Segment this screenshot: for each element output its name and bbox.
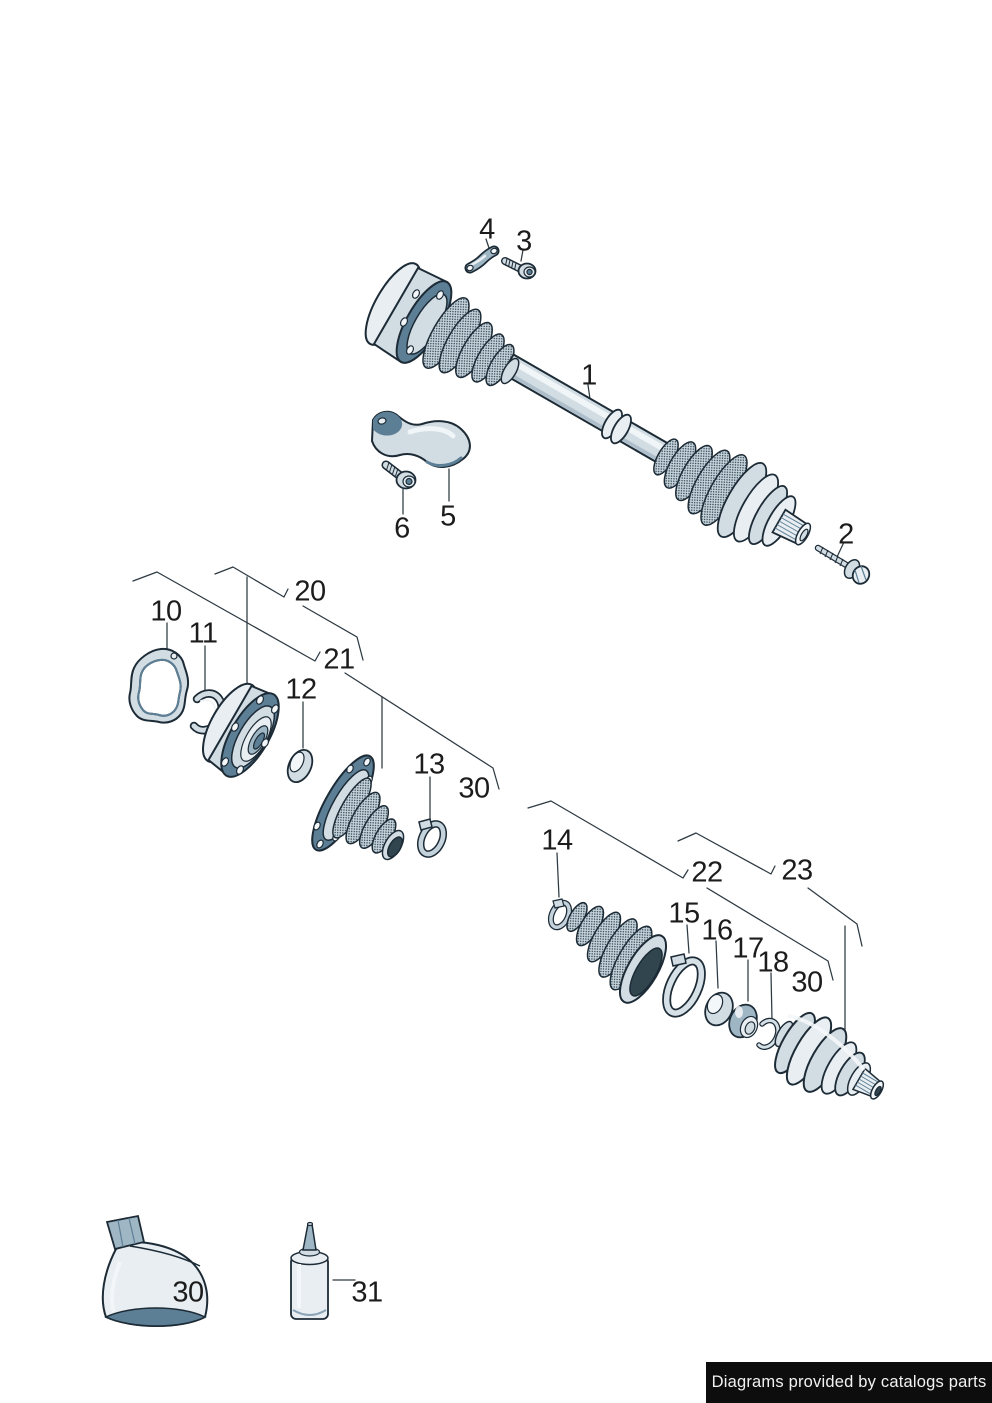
part-1-drive-shaft-assembly [364, 262, 812, 547]
callout-2[interactable]: 2 [838, 518, 854, 551]
shaft-collar [601, 408, 632, 445]
part-3-bolt [501, 257, 537, 280]
part-17-cap [728, 1003, 759, 1039]
callout-6[interactable]: 6 [394, 512, 410, 545]
callout-12[interactable]: 12 [285, 673, 317, 706]
splined-stub [771, 508, 812, 546]
callout-30-a[interactable]: 30 [458, 772, 490, 805]
callout-11[interactable]: 11 [188, 617, 218, 650]
callout-13[interactable]: 13 [413, 748, 445, 781]
callout-30-b[interactable]: 30 [791, 966, 823, 999]
callout-23[interactable]: 23 [781, 854, 813, 887]
callout-16[interactable]: 16 [701, 914, 733, 947]
callout-21[interactable]: 21 [323, 643, 355, 676]
part-15-clamp [662, 953, 706, 1018]
part-31-bottle [290, 1221, 329, 1320]
callout-20[interactable]: 20 [294, 575, 326, 608]
callout-4[interactable]: 4 [479, 213, 495, 246]
part-14-clamp [547, 898, 573, 931]
callout-5[interactable]: 5 [440, 500, 456, 533]
part-13-clamp [416, 818, 448, 858]
callout-14[interactable]: 14 [541, 824, 573, 857]
part-5-bracket [370, 410, 471, 468]
part-30-grease-tube [101, 1214, 209, 1327]
outer-boot-bellows [653, 438, 748, 526]
outer-joint-housing [716, 462, 797, 547]
callout-3[interactable]: 3 [516, 225, 532, 258]
group-bracket-lines [132, 566, 863, 1049]
footer-credit-bar: Diagrams provided by catalogs parts [706, 1362, 992, 1403]
callout-10[interactable]: 10 [150, 595, 182, 628]
inner-boot-bellows [422, 297, 515, 387]
callout-1[interactable]: 1 [581, 359, 597, 392]
part-21-boot-assembly [311, 754, 405, 861]
cv-joint-bolt-holes [220, 695, 280, 775]
part-4-strap [464, 245, 500, 274]
part-22-boot [566, 901, 668, 1004]
callout-18[interactable]: 18 [757, 946, 789, 979]
footer-credit-text: Diagrams provided by catalogs parts [711, 1373, 987, 1391]
callout-22[interactable]: 22 [691, 856, 723, 889]
part-10-gasket [128, 647, 190, 724]
callout-30-c[interactable]: 30 [172, 1276, 204, 1309]
part-20-cv-joint [202, 682, 280, 778]
part-23-outer-joint [774, 1011, 885, 1100]
group-leader-lines [151, 238, 845, 1281]
part-2-bolt [814, 544, 871, 585]
callout-15[interactable]: 15 [668, 897, 700, 930]
callout-31[interactable]: 31 [351, 1276, 383, 1309]
part-6-bolt [381, 460, 417, 490]
callout-17[interactable]: 17 [732, 932, 764, 965]
part-12-ring [286, 749, 314, 783]
